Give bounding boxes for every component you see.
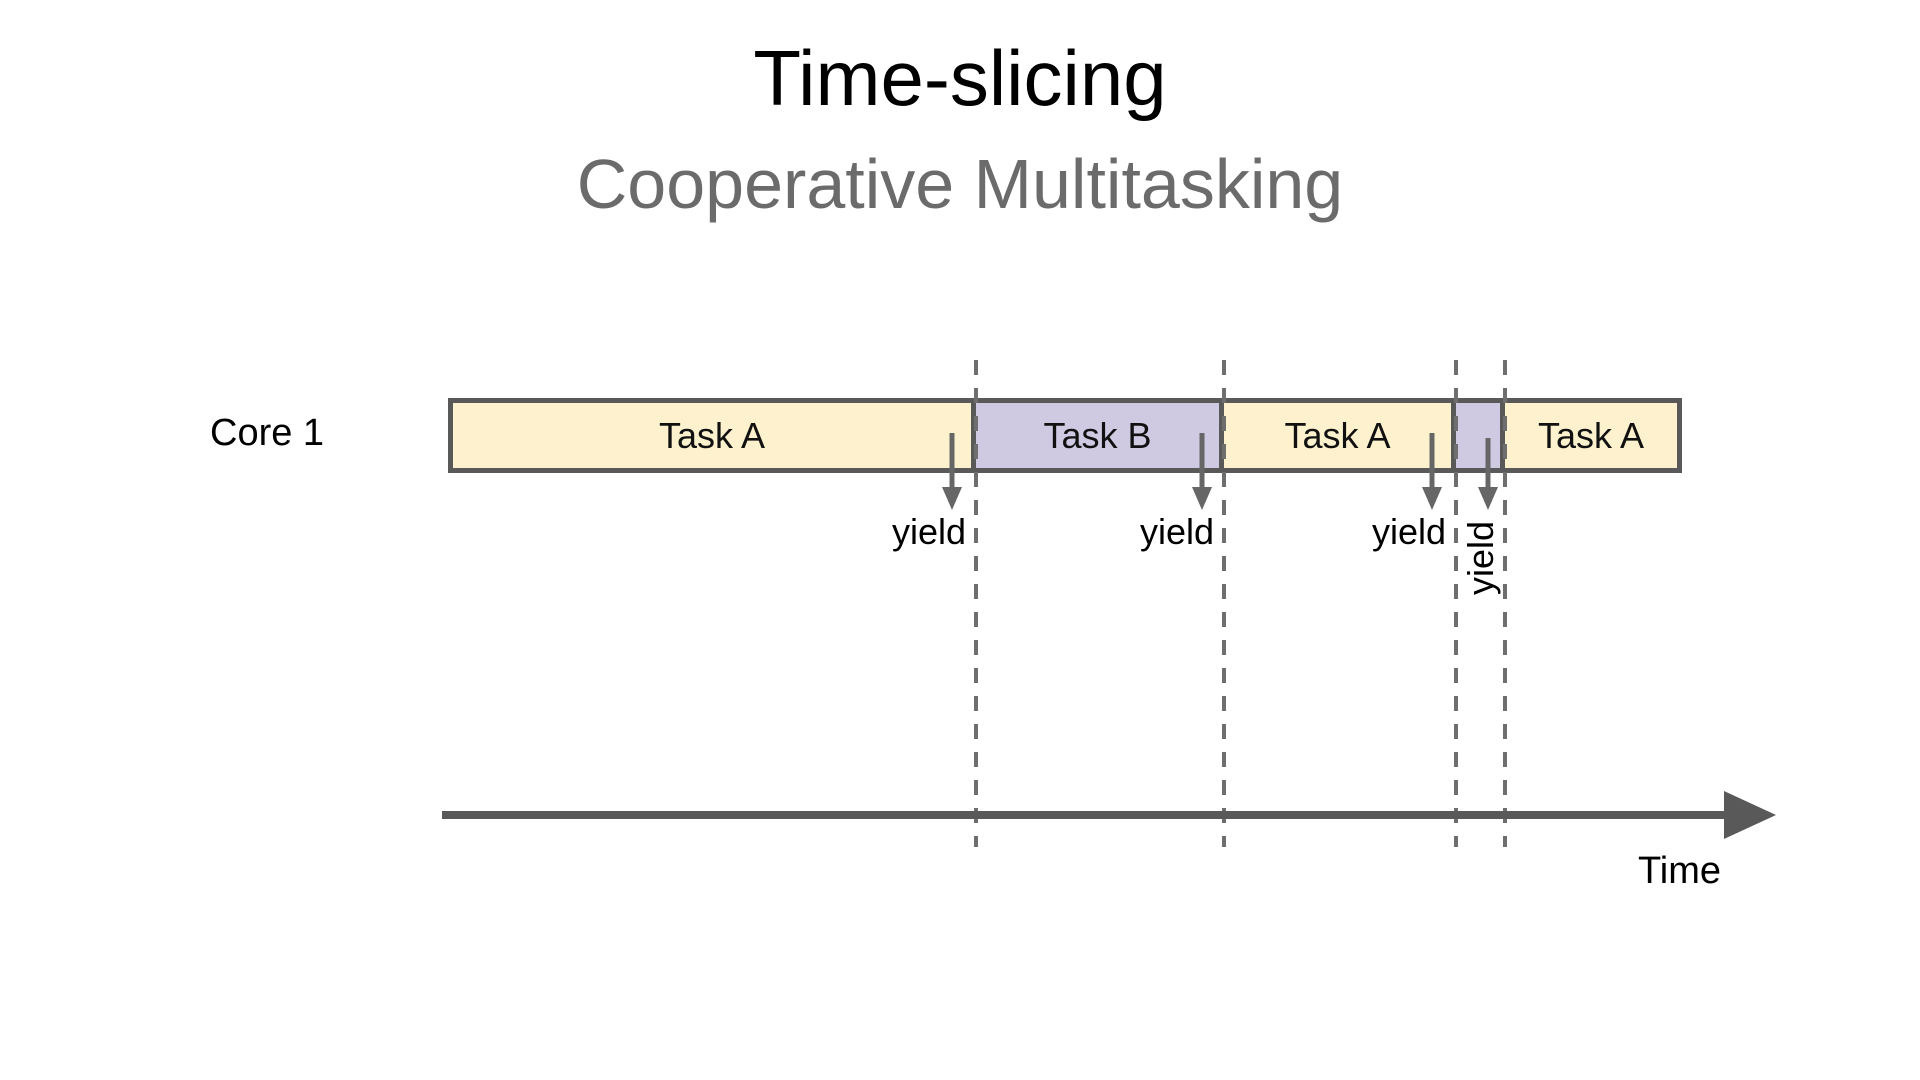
- core-timeline-bar: Task A Task B Task A Task A: [448, 398, 1682, 473]
- yield-label-1: yield: [891, 511, 966, 552]
- time-axis-arrowhead: [1724, 791, 1776, 839]
- task-segment-a3: Task A: [1505, 403, 1677, 468]
- yield-label-2: yield: [1139, 511, 1214, 552]
- time-axis-label: Time: [1638, 850, 1722, 892]
- core-row-label: Core 1: [210, 412, 325, 454]
- task-segment-b1: Task B: [976, 403, 1224, 468]
- page-title: Time-slicing: [753, 34, 1167, 122]
- task-segment-a2: Task A: [1224, 403, 1456, 468]
- page-subtitle: Cooperative Multitasking: [576, 145, 1344, 223]
- task-segment-b2: [1456, 403, 1505, 468]
- yield-label-3: yield: [1371, 511, 1446, 552]
- yield-label-4-rotated: yield: [1460, 520, 1501, 596]
- time-axis: [442, 791, 1776, 839]
- task-segment-a1: Task A: [453, 403, 976, 468]
